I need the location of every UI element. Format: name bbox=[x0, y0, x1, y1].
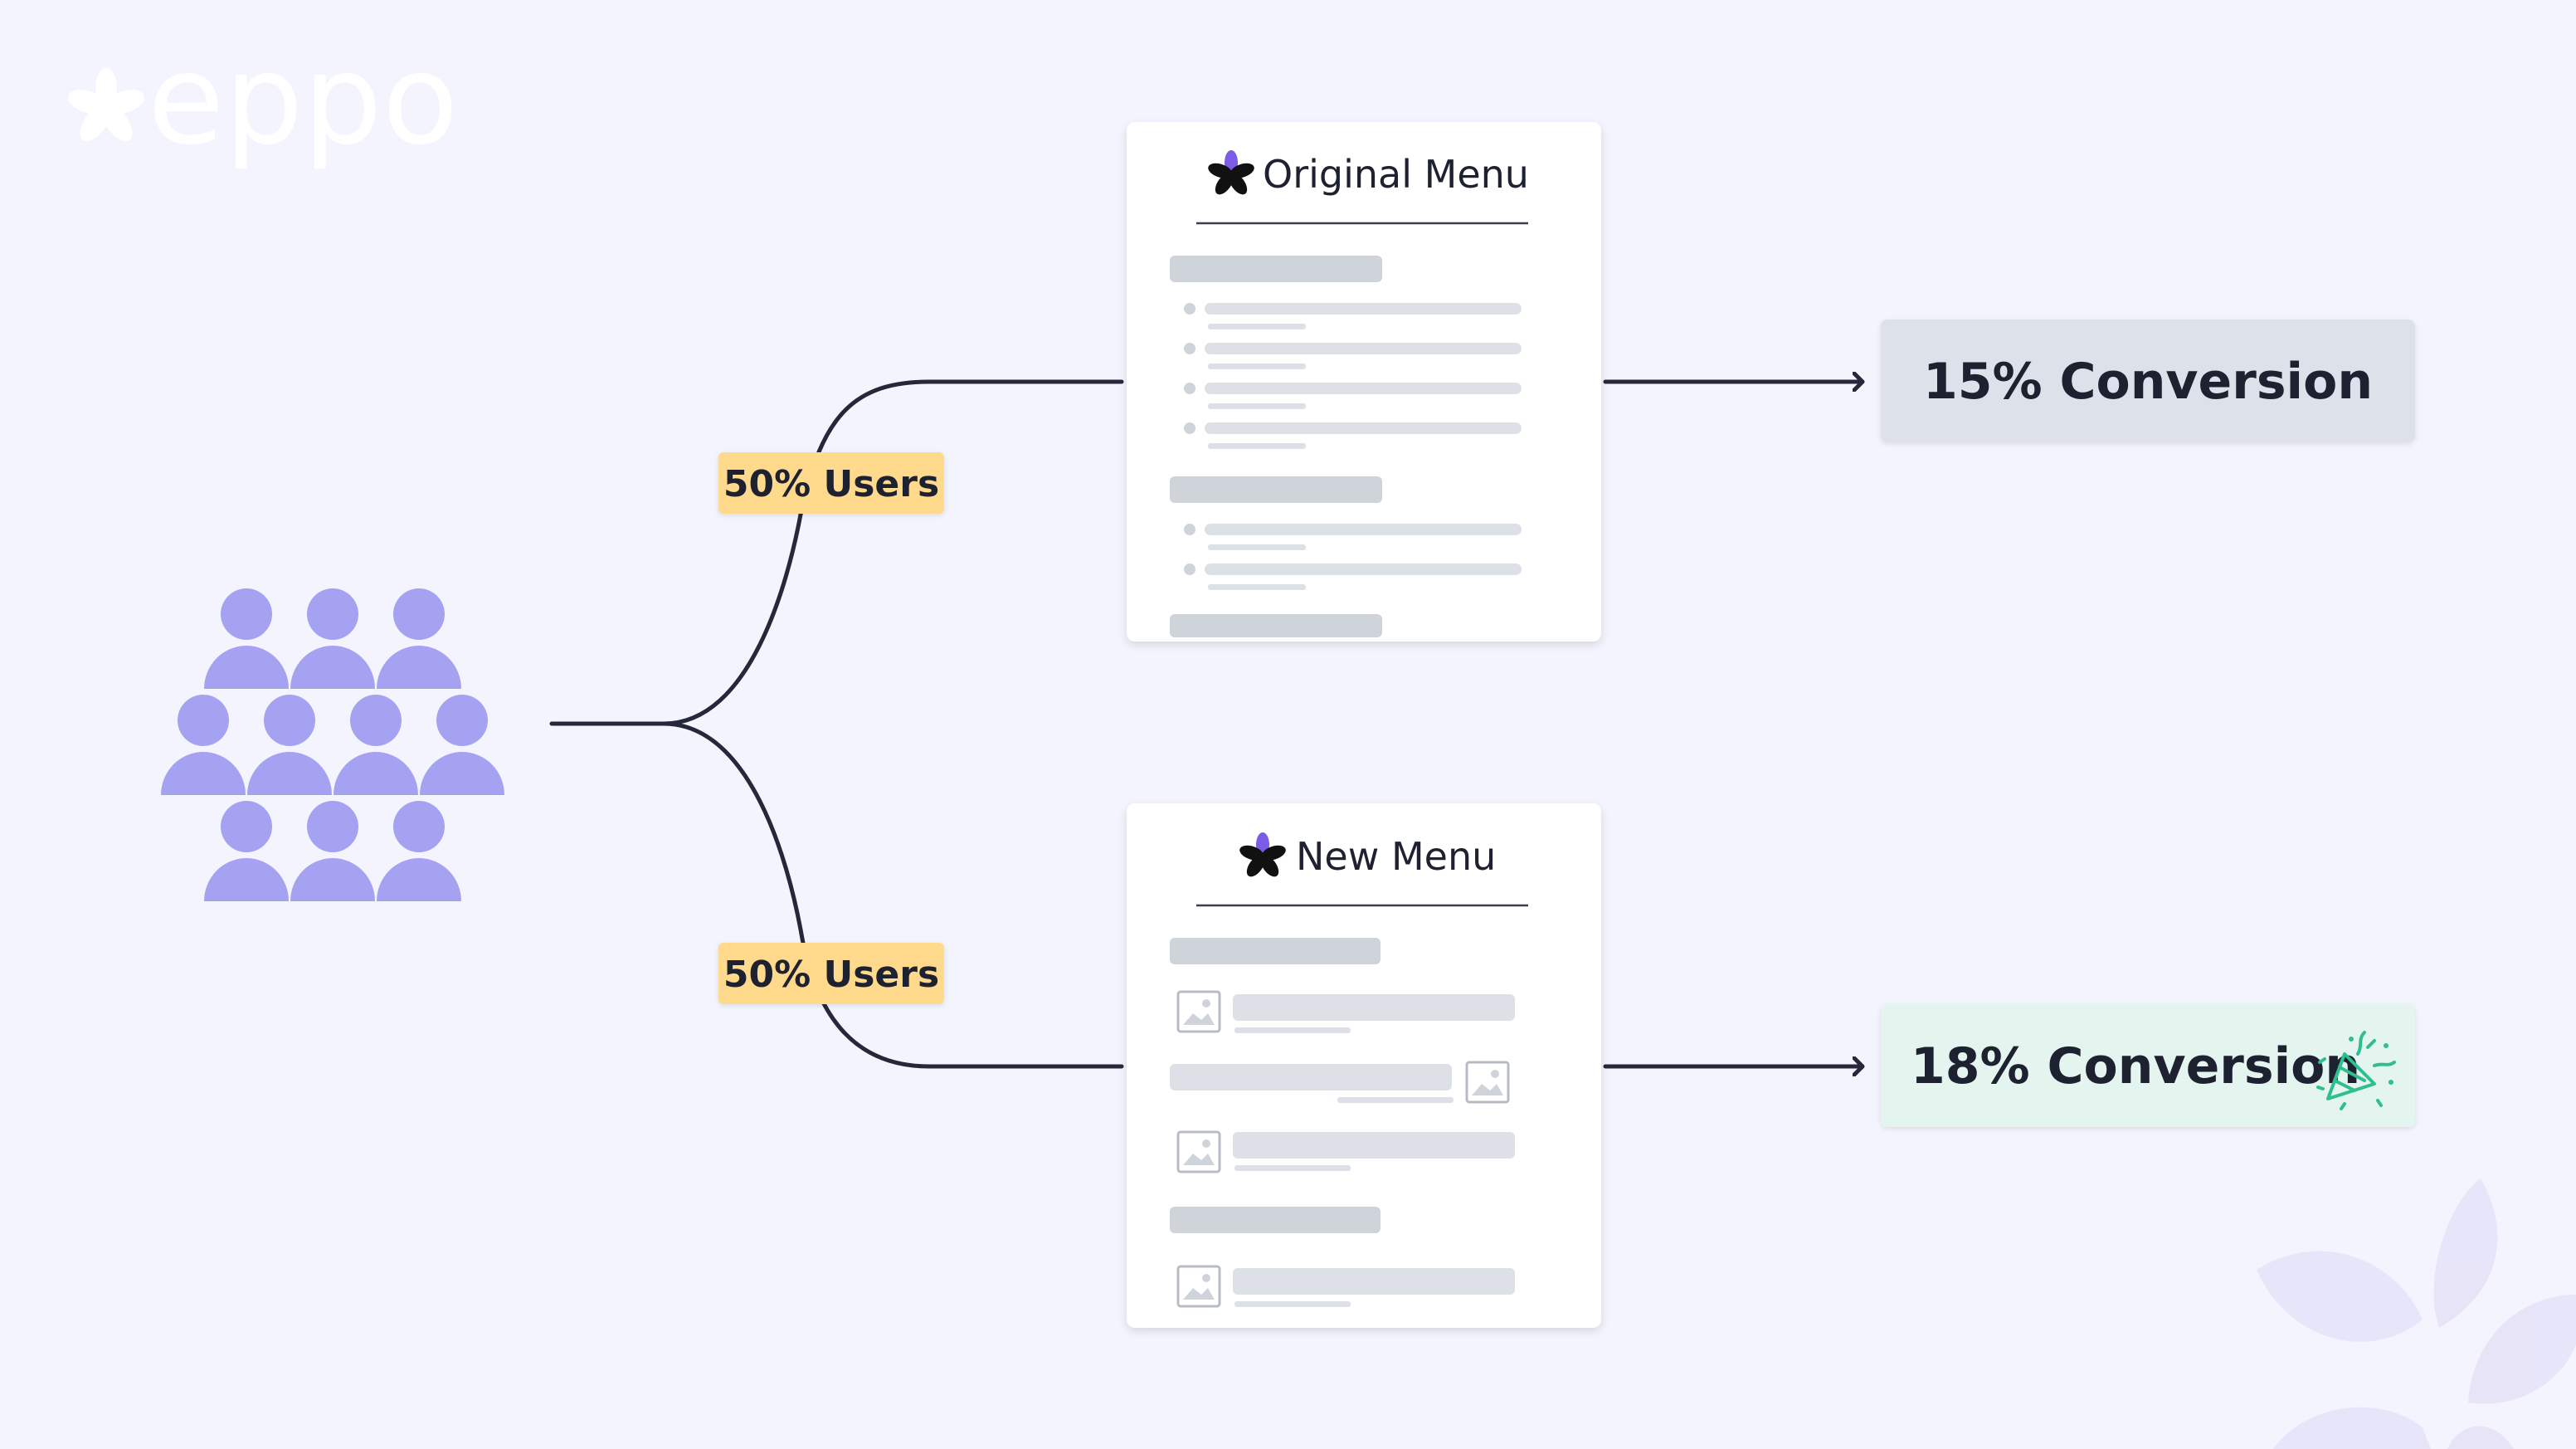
flower-mark-icon bbox=[1208, 150, 1254, 195]
original-result-box: 15% Conversion bbox=[1881, 320, 2415, 442]
lower-split-text: 50% Users bbox=[723, 954, 939, 996]
image-placeholder-icon bbox=[1176, 1130, 1221, 1173]
new-result-box: 18% Conversion bbox=[1881, 1004, 2415, 1127]
new-menu-card: New Menu bbox=[1127, 803, 1601, 1328]
lower-split-label: 50% Users bbox=[718, 943, 944, 1004]
branch-lines bbox=[549, 379, 1865, 1069]
flower-mark-icon bbox=[1239, 832, 1286, 877]
upper-branch-line bbox=[661, 379, 1124, 726]
user-group-icon bbox=[161, 588, 504, 901]
upper-split-label: 50% Users bbox=[718, 452, 944, 514]
eppo-logo: eppo bbox=[67, 28, 459, 173]
person-icon bbox=[290, 801, 375, 901]
person-icon bbox=[161, 695, 246, 795]
upper-split-text: 50% Users bbox=[723, 463, 939, 505]
image-placeholder-icon bbox=[1176, 990, 1221, 1033]
person-icon bbox=[290, 588, 375, 689]
person-icon bbox=[377, 588, 461, 689]
original-menu-placeholders bbox=[1170, 256, 1522, 637]
image-placeholder-icon bbox=[1176, 1265, 1221, 1308]
person-icon bbox=[247, 695, 332, 795]
party-popper-icon bbox=[2316, 1031, 2396, 1110]
original-menu-title: Original Menu bbox=[1263, 152, 1529, 197]
flower-logo-icon bbox=[67, 68, 145, 142]
original-menu-card: Original Menu bbox=[1127, 122, 1601, 642]
original-result-text: 15% Conversion bbox=[1923, 353, 2373, 411]
new-result-text: 18% Conversion bbox=[1911, 1037, 2360, 1095]
person-icon bbox=[334, 695, 418, 795]
new-menu-placeholders bbox=[1170, 938, 1515, 1308]
image-placeholder-icon bbox=[1465, 1061, 1510, 1104]
person-icon bbox=[377, 801, 461, 901]
new-menu-title: New Menu bbox=[1296, 834, 1496, 879]
brand-name: eppo bbox=[148, 28, 459, 173]
person-icon bbox=[204, 588, 289, 689]
lower-branch-line bbox=[661, 721, 1124, 1069]
background-flower-icon bbox=[2257, 1178, 2576, 1449]
person-icon bbox=[204, 801, 289, 901]
person-icon bbox=[420, 695, 504, 795]
